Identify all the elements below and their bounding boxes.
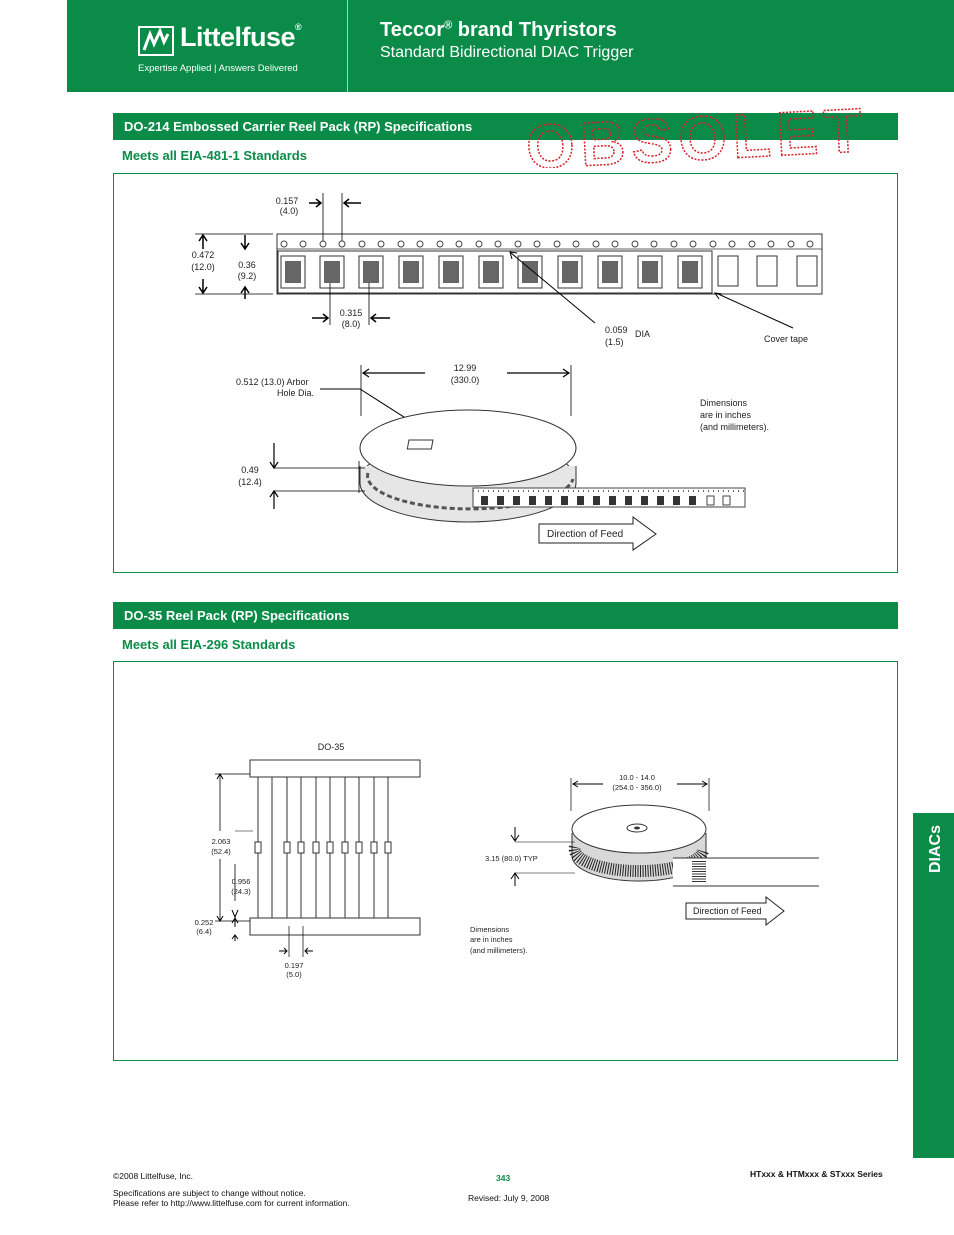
svg-text:(6.4): (6.4) [196, 927, 212, 936]
svg-text:(9.2): (9.2) [238, 271, 257, 281]
svg-text:0.059: 0.059 [605, 325, 628, 335]
footer-notice-2: Please refer to http://www.littelfuse.co… [113, 1198, 350, 1208]
side-tab [913, 813, 954, 1158]
svg-text:3.15 (80.0) TYP: 3.15 (80.0) TYP [485, 854, 538, 863]
header-divider [347, 0, 348, 92]
svg-text:DO-35: DO-35 [318, 742, 345, 752]
svg-text:Hole Dia.: Hole Dia. [277, 388, 314, 398]
brand-tagline: Expertise Applied | Answers Delivered [138, 63, 298, 74]
svg-text:(1.5): (1.5) [605, 337, 624, 347]
svg-text:(254.0 - 356.0): (254.0 - 356.0) [612, 783, 662, 792]
feed-direction-arrow [538, 516, 657, 551]
page-subtitle: Standard Bidirectional DIAC Trigger [380, 44, 634, 61]
svg-text:(and millimeters).: (and millimeters). [470, 946, 528, 955]
svg-text:Dimensions: Dimensions [470, 925, 509, 934]
svg-text:Direction of Feed: Direction of Feed [547, 529, 623, 540]
svg-text:(12.4): (12.4) [238, 477, 262, 487]
svg-text:(5.0): (5.0) [286, 970, 302, 979]
section1-heading-bar: DO-214 Embossed Carrier Reel Pack (RP) S… [113, 113, 898, 140]
sprocket-holes [280, 240, 814, 248]
svg-text:Direction of Feed: Direction of Feed [693, 906, 762, 916]
svg-text:0.252: 0.252 [195, 918, 214, 927]
svg-text:0.49: 0.49 [241, 465, 259, 475]
svg-text:DIACs: DIACs [927, 825, 944, 873]
obsolete-watermark: OBSOLETE [524, 104, 867, 168]
svg-text:DIA: DIA [635, 329, 650, 339]
svg-text:(330.0): (330.0) [451, 375, 480, 385]
svg-text:(24.3): (24.3) [231, 887, 251, 896]
svg-text:are in inches: are in inches [470, 935, 513, 944]
do214-tape-diagram: 0.157 (4.0) 0.472 (12.0) 0.36 (9.2) 0.31… [191, 193, 823, 551]
axial-leads [257, 777, 389, 918]
svg-text:(52.4): (52.4) [211, 847, 231, 856]
svg-text:Cover tape: Cover tape [764, 334, 808, 344]
svg-text:(8.0): (8.0) [342, 319, 361, 329]
section2-heading-bar: DO-35 Reel Pack (RP) Specifications [113, 602, 898, 629]
brand-name: Littelfuse® [180, 22, 302, 52]
svg-text:12.99: 12.99 [454, 363, 477, 373]
section2-diagram-box [113, 661, 898, 1061]
svg-text:OBSOLETE: OBSOLETE [525, 104, 867, 168]
page-title: Teccor® brand Thyristors [380, 19, 617, 41]
footer-notice-1: Specifications are subject to change wit… [113, 1188, 306, 1198]
svg-text:10.0 - 14.0: 10.0 - 14.0 [619, 773, 655, 782]
component-pockets [280, 255, 818, 289]
svg-text:(4.0): (4.0) [280, 206, 299, 216]
svg-text:are in inches: are in inches [700, 410, 752, 420]
footer-copyright: ©2008 Littelfuse, Inc. [113, 1171, 193, 1181]
svg-text:0.512 (13.0) Arbor: 0.512 (13.0) Arbor [236, 377, 309, 387]
page-header [67, 0, 954, 92]
svg-text:2.063: 2.063 [212, 837, 231, 846]
svg-text:Dimensions: Dimensions [700, 398, 748, 408]
littelfuse-logo-icon [138, 26, 174, 56]
footer-series: HTxxx & HTMxxx & STxxx Series [750, 1169, 883, 1179]
diode-bodies [254, 841, 392, 854]
svg-text:0.956: 0.956 [232, 877, 251, 886]
svg-text:0.315: 0.315 [340, 308, 363, 318]
section2-standard: Meets all EIA-296 Standards [122, 637, 296, 652]
footer-revised: Revised: July 9, 2008 [468, 1193, 550, 1203]
do35-tape-diagram: DO-35 2.063 (52.4) 0.956 (24.3) 0.252 (6… [195, 742, 819, 979]
svg-text:(12.0): (12.0) [191, 262, 215, 272]
svg-text:0.36: 0.36 [238, 260, 256, 270]
svg-text:0.157: 0.157 [276, 196, 299, 206]
section1-standard: Meets all EIA-481-1 Standards [122, 148, 307, 163]
svg-text:0.197: 0.197 [285, 961, 304, 970]
section1-diagram-box [113, 173, 898, 573]
svg-text:(and millimeters).: (and millimeters). [700, 422, 769, 432]
feed-direction-arrow-2 [685, 895, 785, 927]
side-tab-label: DIACs [927, 825, 944, 873]
svg-text:0.472: 0.472 [192, 250, 215, 260]
footer-page-number: 343 [496, 1173, 511, 1183]
